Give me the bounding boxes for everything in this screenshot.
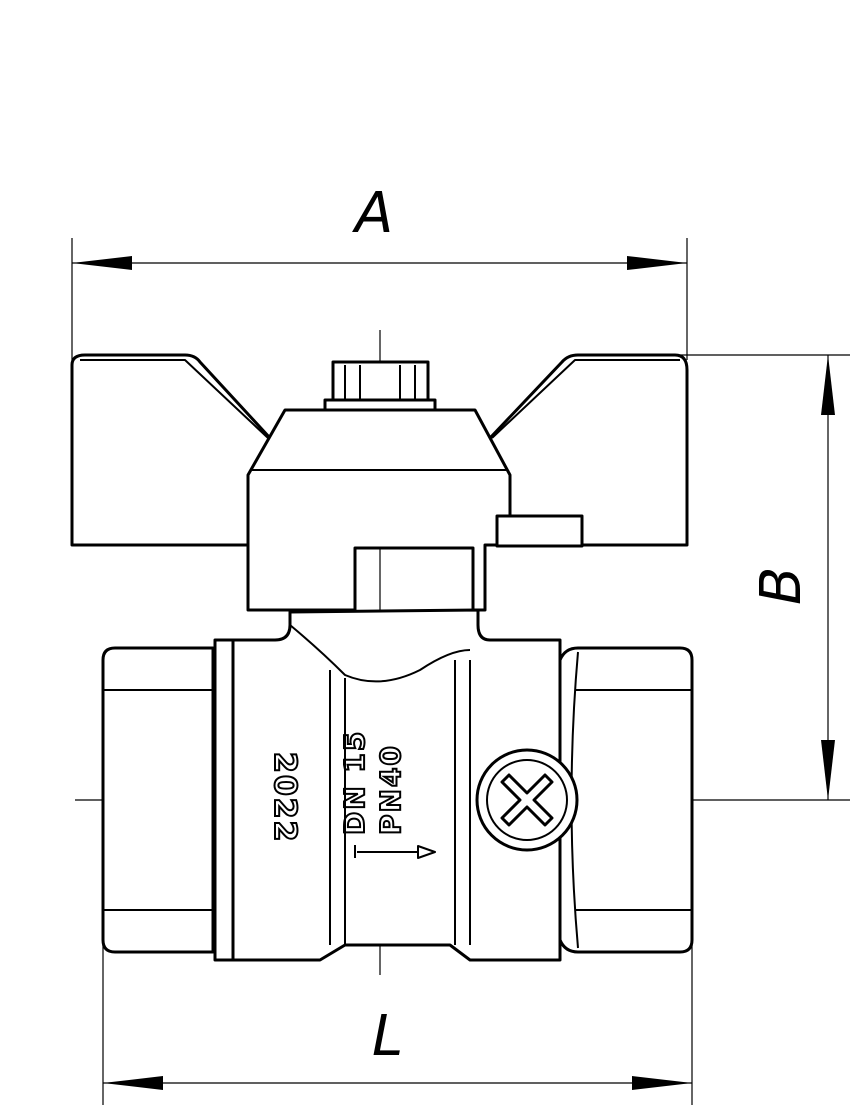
arrow-left-icon [72, 256, 132, 270]
arrow-down-icon [821, 740, 835, 800]
dimension-a-label: A [352, 181, 393, 246]
dimension-a: A [71, 181, 688, 360]
dn-marking: DN 15 [338, 730, 371, 835]
dimension-b: B [660, 354, 850, 800]
dimension-b-label: B [749, 567, 814, 605]
cross-screw-icon [500, 773, 554, 827]
pn-marking: PN40 [374, 744, 407, 835]
dimension-l-label: L [372, 1004, 403, 1069]
valve-body [101, 608, 694, 962]
arrow-right-icon [632, 1076, 692, 1090]
dimension-l: L [102, 945, 693, 1105]
arrow-up-icon [821, 355, 835, 415]
arrow-left-icon [103, 1076, 163, 1090]
arrow-right-icon [627, 256, 687, 270]
flow-arrow-icon [354, 845, 436, 859]
year-marking: 2022 [267, 752, 302, 844]
drain-screw [475, 748, 579, 852]
butterfly-handle [70, 353, 689, 612]
body-markings: 2022 DN 15 PN40 [266, 729, 436, 859]
